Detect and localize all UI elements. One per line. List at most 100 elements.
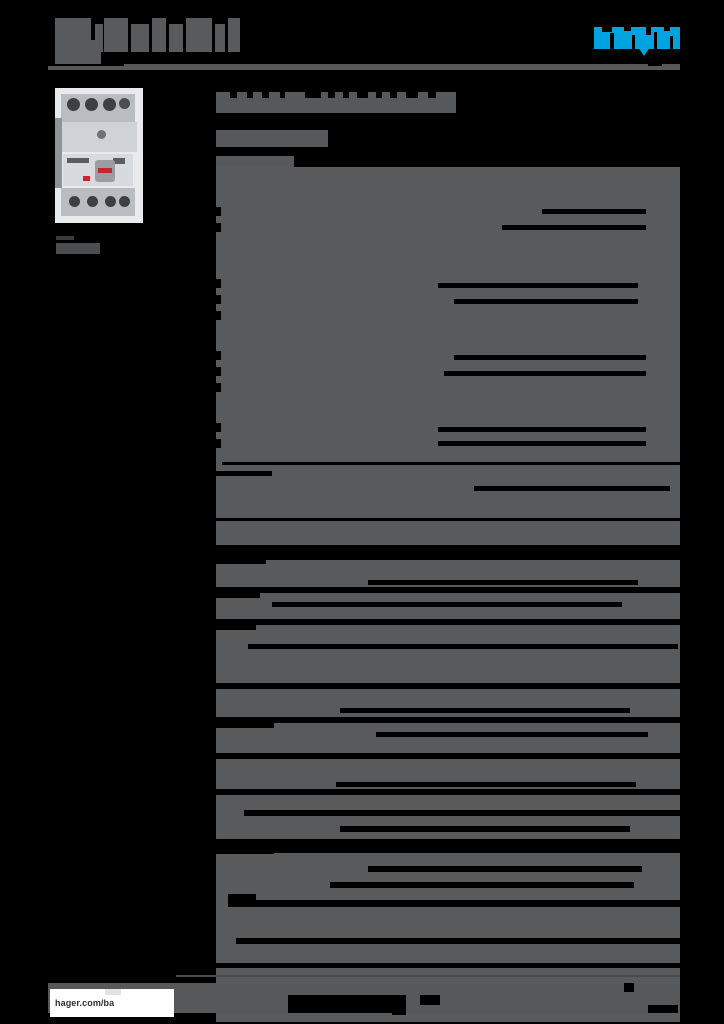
breaker-mounting-hole <box>97 130 106 139</box>
row-value-bar <box>228 900 680 907</box>
header-subtitle-redacted <box>55 40 101 64</box>
breaker-side-flange <box>55 118 62 188</box>
row-value-bar <box>272 602 622 607</box>
spec-bullet-gap <box>216 367 221 376</box>
product-image <box>55 88 143 223</box>
spec-bullet-gap <box>216 383 221 392</box>
header-divider <box>48 64 680 70</box>
title-notch <box>305 92 321 98</box>
row-label-gap <box>216 560 266 564</box>
reference-code-redacted <box>216 130 328 147</box>
row-bullet-gap <box>210 934 215 943</box>
product-caption-marker <box>56 236 74 240</box>
footer-center-gap <box>288 995 406 1013</box>
spec-bullet-gap <box>216 439 221 448</box>
main-content <box>210 88 680 1022</box>
row-bullet-gap <box>210 880 215 889</box>
row-value-bar <box>340 826 630 832</box>
row-value-bar <box>368 580 638 585</box>
spec-value-bar <box>438 283 638 288</box>
breaker-terminal <box>119 98 130 109</box>
title-notch <box>357 92 368 98</box>
footer-right-gap <box>624 983 634 992</box>
row-bullet-gap <box>210 770 215 779</box>
logo-gap <box>632 35 635 49</box>
spec-bullet-gap <box>216 295 221 304</box>
header-title-redacted-h <box>215 24 225 52</box>
row-value-bar <box>376 732 648 737</box>
spec-value-bar <box>454 355 646 360</box>
logo-notch <box>602 27 612 32</box>
header-title-redacted-i <box>228 18 240 52</box>
breaker-trip-indicator-b <box>83 176 90 181</box>
row-bullet-gap <box>210 654 215 663</box>
footer-right-gap-b <box>648 1005 678 1013</box>
title-notch <box>280 92 285 98</box>
spec-value-bar <box>444 371 646 376</box>
header-title-redacted-e <box>152 18 166 52</box>
spec-footer-gap-b <box>216 518 680 521</box>
title-notch <box>343 92 349 98</box>
breaker-terminal <box>69 196 80 207</box>
spec-bullet-gap <box>216 207 221 216</box>
header-rule-knockout-b <box>648 64 662 66</box>
row-label-gap <box>216 625 256 630</box>
breaker-terminal <box>87 196 98 207</box>
table-row <box>216 795 680 839</box>
row-bullet-gap <box>210 822 215 831</box>
logo-gap <box>670 36 673 49</box>
footer-url-text[interactable]: hager.com/ba <box>55 998 115 1008</box>
table-row <box>216 625 680 683</box>
row-value-bar <box>244 810 680 816</box>
spec-bullet-gap <box>216 351 221 360</box>
title-notch <box>247 92 253 98</box>
logo-gap <box>610 33 614 49</box>
title-notch <box>376 92 382 98</box>
breaker-terminal <box>67 98 80 111</box>
spec-value-bar <box>438 427 646 432</box>
row-bullet-gap <box>210 636 215 645</box>
hager-logo-tail-icon <box>638 47 650 56</box>
spec-bullet-gap <box>216 279 221 288</box>
row-value-bar <box>236 938 680 944</box>
title-notch <box>262 92 269 98</box>
row-bullet-gap <box>210 572 215 581</box>
product-caption-redacted <box>56 243 100 254</box>
row-bullet-gap <box>210 802 215 811</box>
breaker-terminal <box>85 98 98 111</box>
section-heading-redacted <box>216 156 294 167</box>
row-bullet-gap <box>210 700 215 709</box>
logo-notch <box>624 27 631 31</box>
breaker-rating-text <box>113 158 125 164</box>
row-bullet-gap <box>210 734 215 743</box>
breaker-terminal <box>103 98 116 111</box>
row-value-bar <box>368 866 642 872</box>
title-notch <box>328 92 335 98</box>
row-value-bar <box>340 708 630 713</box>
row-value-bar <box>336 782 636 787</box>
footer-center-descender <box>392 1009 406 1015</box>
spec-bullet-gap <box>216 423 221 432</box>
spec-value-bar <box>502 225 646 230</box>
header-title-redacted-d <box>131 24 149 52</box>
header-title-redacted-b <box>95 24 103 52</box>
spec-value-bar <box>542 209 646 214</box>
spec-value-bar <box>454 299 638 304</box>
breaker-terminal <box>119 196 130 207</box>
breaker-brand-text <box>67 158 89 163</box>
header-title-redacted-f <box>169 24 183 52</box>
title-notch <box>230 92 237 98</box>
header-title-redacted-c <box>104 18 128 52</box>
row-label-gap <box>216 593 260 598</box>
title-notch <box>390 92 397 98</box>
hager-logo <box>594 27 680 56</box>
breaker-terminal <box>105 196 116 207</box>
spec-row-separator <box>222 462 680 465</box>
logo-notch <box>664 27 670 31</box>
row-bullet-gap <box>210 864 215 873</box>
title-notch <box>406 92 418 98</box>
row-label-gap <box>216 848 274 854</box>
spec-footer-gap <box>216 471 272 476</box>
row-bullet-gap <box>210 896 215 905</box>
